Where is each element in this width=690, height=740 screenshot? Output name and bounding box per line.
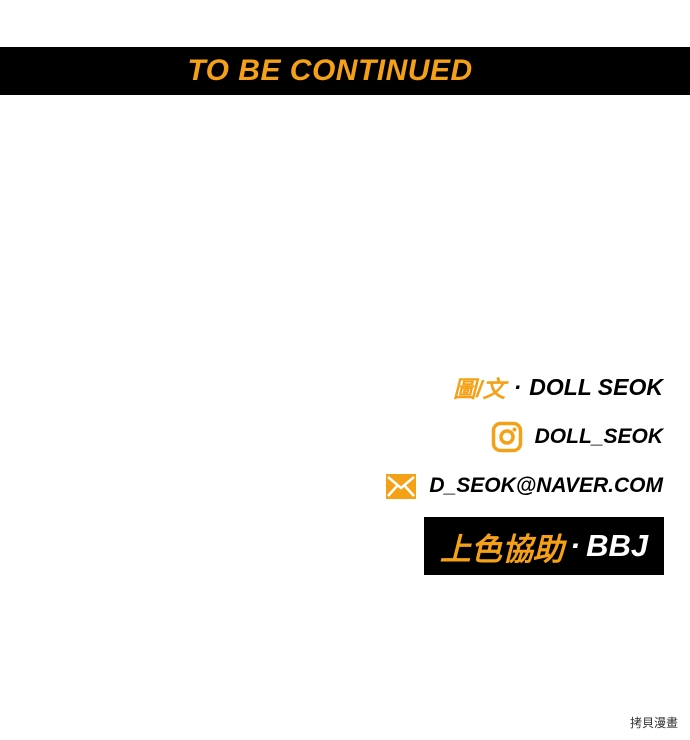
instagram-icon [491,421,523,453]
coloring-separator: · [569,528,581,563]
coloring-role: 上色協助 [439,531,564,567]
email-address: D_SEOK@NAVER.COM [429,474,663,497]
instagram-handle: DOLL_SEOK [534,425,663,448]
to-be-continued-banner: TO BE CONTINUED [0,47,690,95]
banner-text: TO BE CONTINUED [187,54,473,87]
title-fragment-text: NOT OVER [107,0,583,12]
separator-dot: · [513,373,522,400]
email-credit: D_SEOK@NAVER.COM [385,470,663,502]
coloring-credit-box: 上色協助 · BBJ [424,517,664,575]
coloring-name: BBJ [586,528,649,563]
instagram-credit: DOLL_SEOK [491,420,663,454]
watermark: 拷貝漫畫 [629,716,678,730]
author-name: DOLL SEOK [529,373,663,400]
author-credit: 圖/文 · DOLL SEOK [453,372,663,403]
author-role: 圖/文 [453,376,506,402]
title-fragment: NOT OVER [0,0,690,12]
mail-icon [385,473,417,500]
